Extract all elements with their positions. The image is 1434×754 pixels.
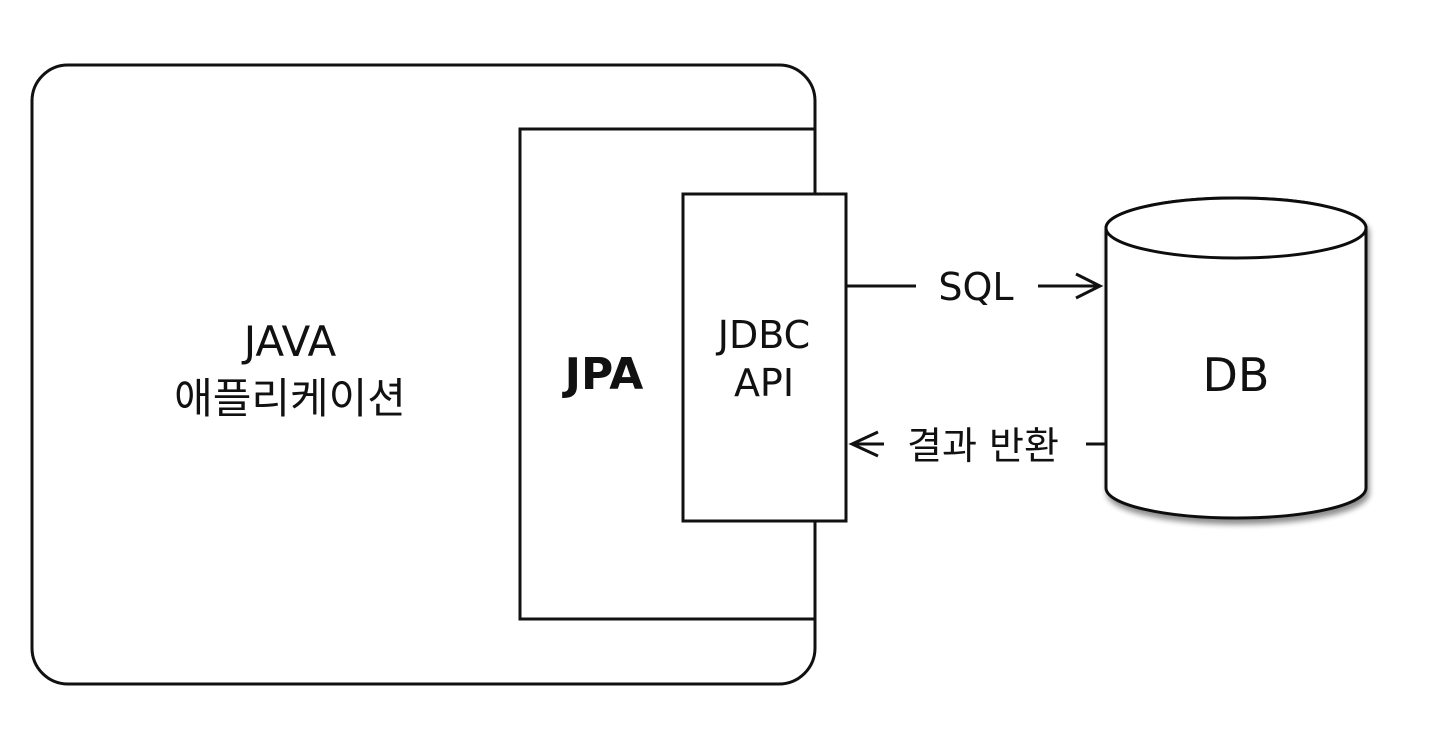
database-top (1104, 196, 1368, 260)
database-cylinder (1104, 196, 1368, 520)
jdbc-label-line1: JDBC (716, 313, 810, 357)
jdbc-label-line2: API (734, 361, 794, 405)
jpa-label: JPA (562, 349, 644, 400)
jdbc-api-box: JDBC API (681, 192, 848, 523)
arrow-right-icon (1075, 272, 1104, 300)
result-return-arrow: 결과 반환 (848, 424, 1106, 468)
java-app-label-line1: JAVA (241, 317, 337, 366)
java-app-label-line2: 애플리케이션 (174, 374, 406, 423)
result-label: 결과 반환 (907, 424, 1059, 468)
db-label: DB (1203, 348, 1270, 402)
sql-request-arrow: SQL (846, 265, 1104, 309)
sql-label: SQL (938, 265, 1013, 309)
